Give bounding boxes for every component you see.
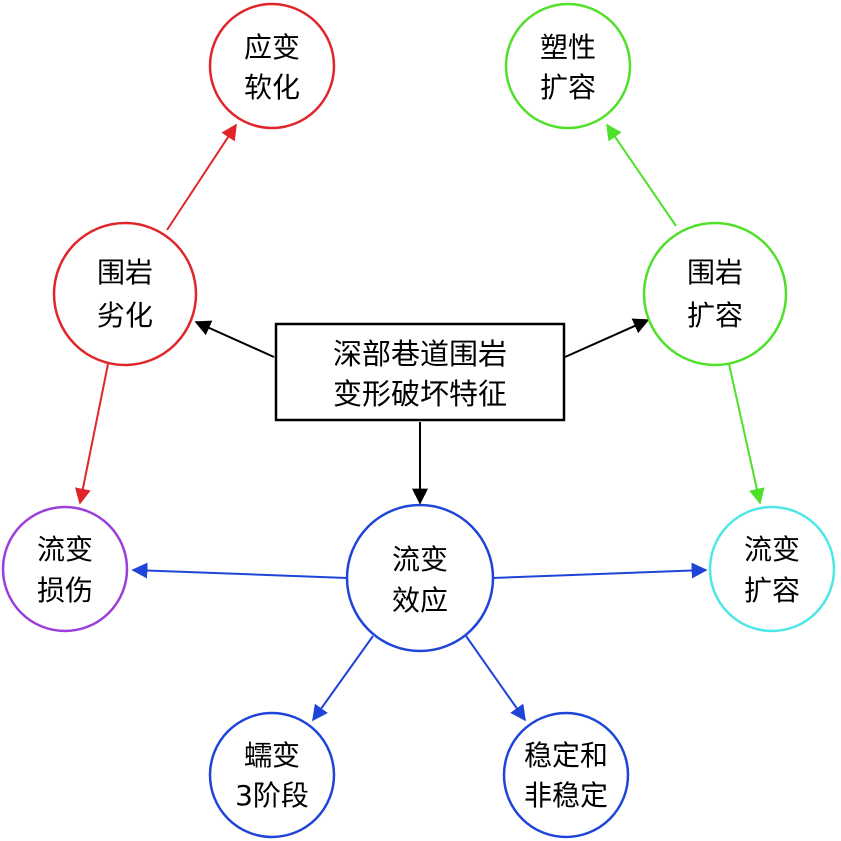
node-rock-dilation: 围岩 扩容 [642,221,788,367]
edge-rock-dilation-to-plastic-dilation [606,123,677,227]
node-stable-unstable-line1: 稳定和 [524,739,608,772]
edge-center-to-rock-dilation [564,318,650,358]
node-plastic-dilation: 塑性 扩容 [504,2,632,130]
node-strain-softening-circle [208,2,336,130]
node-rheological-effect-line1: 流变 [392,543,448,576]
node-strain-softening-line1: 应变 [244,31,300,64]
node-rheological-damage-line2: 损伤 [37,574,93,607]
node-creep-stages-circle [208,711,336,839]
node-stable-unstable: 稳定和 非稳定 [502,711,630,839]
edge-rheological-effect-to-rheological-dilation [492,562,708,579]
node-rheological-effect-circle [345,503,495,653]
edge-rock-degradation-to-rheological-damage [75,363,109,505]
node-rock-degradation-line2: 劣化 [97,299,153,332]
node-rock-degradation-line1: 围岩 [97,256,153,289]
node-rheological-dilation: 流变 扩容 [708,505,836,633]
node-stable-unstable-circle [502,711,630,839]
edges [75,123,765,722]
edge-rock-dilation-to-rheological-dilation [728,363,765,505]
node-rheological-damage-line1: 流变 [37,533,93,566]
edge-rock-degradation-to-strain-softening [166,123,237,231]
node-strain-softening: 应变 软化 [208,2,336,130]
edge-rheological-effect-to-stable-unstable [465,635,526,722]
node-creep-stages-line2: 3阶段 [235,779,309,812]
node-plastic-dilation-line1: 塑性 [540,31,596,64]
node-rheological-damage-circle [1,505,129,633]
node-rheological-dilation-line2: 扩容 [744,574,800,607]
center-line1: 深部巷道围岩 [333,337,507,371]
node-rheological-dilation-line1: 流变 [744,533,800,566]
node-plastic-dilation-line2: 扩容 [540,71,596,104]
node-rock-dilation-line2: 扩容 [687,299,743,332]
center-node: 深部巷道围岩 变形破坏特征 [274,322,566,422]
node-rock-dilation-line1: 围岩 [687,256,743,289]
node-rheological-dilation-circle [708,505,836,633]
node-rheological-damage: 流变 损伤 [1,505,129,633]
node-rock-degradation-circle [52,221,198,367]
node-creep-stages-line1: 蠕变 [244,739,300,772]
edge-rheological-effect-to-rheological-damage [131,562,348,579]
node-rheological-effect-line2: 效应 [392,584,448,617]
edge-center-to-rock-degradation [194,320,275,358]
node-stable-unstable-line2: 非稳定 [524,779,608,812]
node-creep-stages: 蠕变 3阶段 [208,711,336,839]
node-rock-degradation: 围岩 劣化 [52,221,198,367]
center-box [274,322,566,422]
node-rheological-effect: 流变 效应 [345,503,495,653]
node-plastic-dilation-circle [504,2,632,130]
edge-rheological-effect-to-creep-stages [312,635,374,722]
node-strain-softening-line2: 软化 [244,71,300,104]
center-line2: 变形破坏特征 [333,377,507,411]
node-rock-dilation-circle [642,221,788,367]
